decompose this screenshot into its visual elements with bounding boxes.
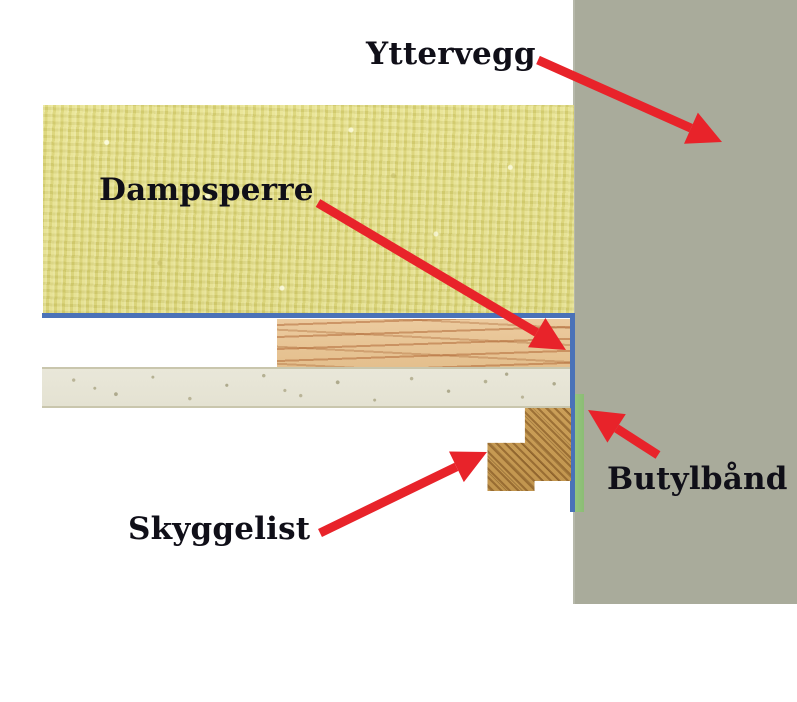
arrow-skyggelist-shaft xyxy=(318,462,459,538)
outer-wall-yttervegg xyxy=(573,0,797,604)
label-butylband: Butylbånd xyxy=(607,461,788,497)
label-skyggelist: Skyggelist xyxy=(128,511,311,547)
particle-board xyxy=(42,367,570,408)
label-yttervegg: Yttervegg xyxy=(366,36,536,72)
butyl-band xyxy=(575,394,584,512)
label-dampsperre: Dampsperre xyxy=(99,172,314,208)
shadow-trim-skyggelist xyxy=(487,408,571,491)
arrow-skyggelist-head xyxy=(448,451,487,483)
vapour-barrier-vertical xyxy=(570,316,575,512)
mineral-wool-insulation xyxy=(43,105,574,313)
wood-batten xyxy=(277,319,570,367)
vapour-barrier-horizontal xyxy=(42,313,570,318)
